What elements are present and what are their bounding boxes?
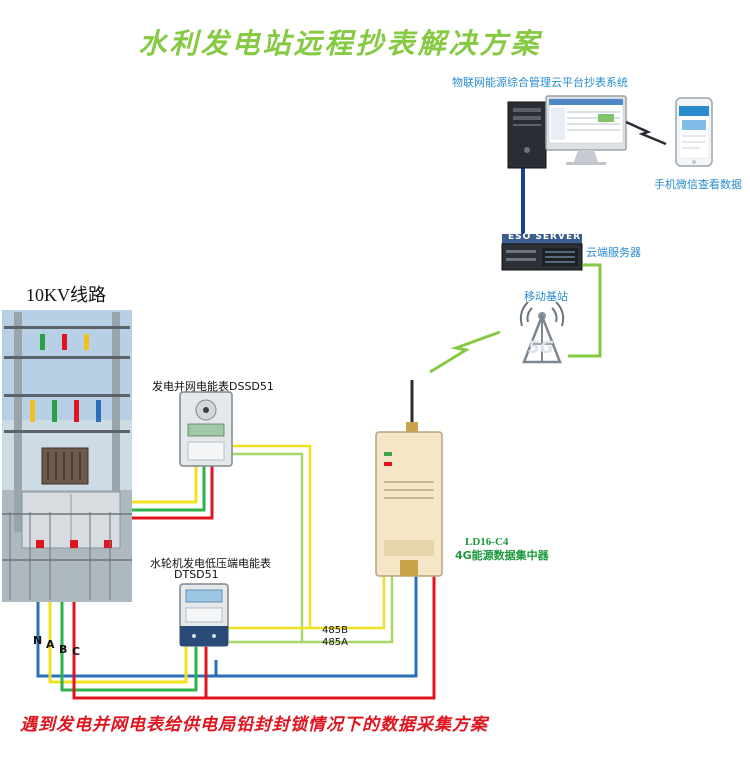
phase-b-label: B xyxy=(59,643,68,656)
cloud-platform-label: 物联网能源综合管理云平台抄表系统 xyxy=(452,76,628,89)
turbine-meter-device xyxy=(179,583,229,647)
turbine-meter-model: DTSD51 xyxy=(174,568,219,581)
bus-485b-label: 485B xyxy=(322,625,348,636)
signal-bolt-icon xyxy=(429,330,501,374)
line-voltage-label: 10KV线路 xyxy=(26,285,106,305)
server-station-link xyxy=(568,263,602,358)
base-station-label: 移动基站 xyxy=(524,290,568,303)
phone-icon xyxy=(675,97,713,167)
grid-meter-device xyxy=(179,391,233,467)
mobile-view-label: 手机微信查看数据 xyxy=(654,178,742,191)
phase-c-label: C xyxy=(72,645,81,658)
phase-a-label: A xyxy=(46,638,55,651)
server-brand-label: ESO SERVER xyxy=(508,232,582,242)
cloud-server-label: 云端服务器 xyxy=(586,246,641,259)
concentrator-device xyxy=(375,380,443,577)
concentrator-model: LD16-C4 xyxy=(465,536,509,548)
rs485-bus xyxy=(222,576,394,644)
phase-n-label: N xyxy=(33,634,43,647)
base-station-icon xyxy=(519,301,565,364)
grid-meter-label: 发电并网电能表DSSD51 xyxy=(152,380,274,393)
rack-server-icon xyxy=(501,234,583,271)
pc-tower-icon xyxy=(507,101,547,169)
bus-485a-label: 485A xyxy=(322,637,348,648)
concentrator-label: 4G能源数据集中器 xyxy=(455,549,549,562)
monitor-icon xyxy=(545,95,627,165)
wires-phase-lines xyxy=(36,576,436,700)
wires-substation-grid-meter xyxy=(132,466,214,520)
diagram-footer: 遇到发电并网电表给供电局铅封封锁情况下的数据采集方案 xyxy=(20,715,488,735)
turbine-meter-label: 水轮机发电低压端电能表 xyxy=(150,557,271,570)
wires-grid-meter-rs485 xyxy=(230,444,312,642)
diagram-title: 水利发电站远程抄表解决方案 xyxy=(138,27,542,60)
wireless-bolt-icon xyxy=(625,120,667,146)
substation-photo xyxy=(2,310,132,602)
5g-badge: 5G xyxy=(528,338,554,358)
